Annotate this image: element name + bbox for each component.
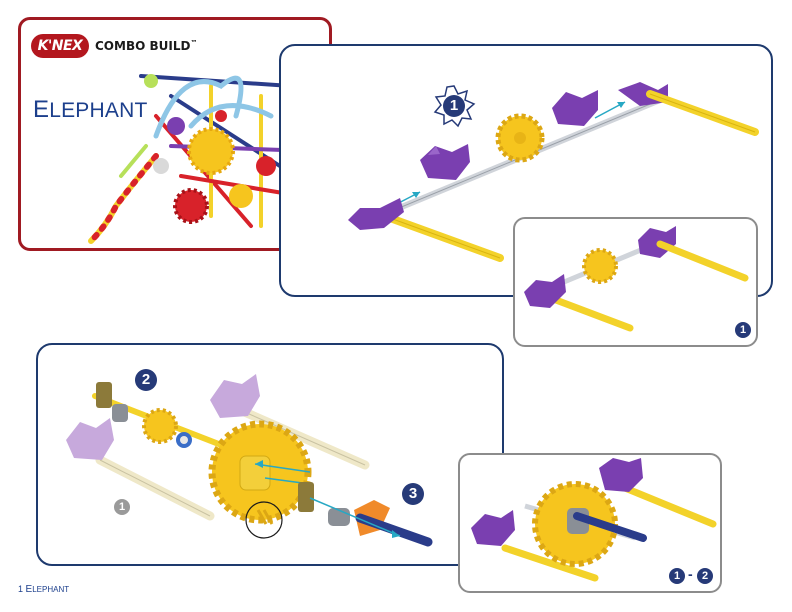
step-2-number: 2 (135, 369, 157, 391)
result-range-start-badge: 1 (669, 568, 685, 584)
reference-step-1-badge: 1 (114, 499, 130, 515)
brand-logo: K'NEX (31, 34, 89, 58)
page-title-initial: E (25, 584, 33, 595)
step-2-3-result-diagram (471, 458, 717, 582)
series-name: COMBO BUILD (95, 39, 191, 53)
step-1-result-badge: 1 (735, 322, 751, 338)
step-2-3-diagram (66, 374, 433, 547)
step-1-number: 1 (449, 97, 459, 114)
model-title: ELEPHANT (33, 96, 147, 124)
elephant-model-illustration (88, 74, 313, 244)
step-3-number: 3 (402, 483, 424, 505)
model-title-initial: E (33, 96, 50, 123)
trademark-mark: ™ (190, 39, 198, 47)
result-range-dash: - (688, 566, 693, 582)
step-1-diagram (348, 82, 759, 262)
page-title-rest: LEPHANT (32, 585, 70, 594)
series-label: COMBO BUILD™ (95, 39, 197, 53)
page-title: ELEPHANT (25, 584, 70, 595)
step-1-result-diagram (524, 226, 749, 332)
step-1-starburst (433, 85, 476, 128)
result-range-end-badge: 2 (697, 568, 713, 584)
page-footer: 1 ELEPHANT (18, 584, 69, 595)
page-number: 1 (18, 584, 24, 594)
model-title-rest: LEPHANT (49, 99, 148, 122)
